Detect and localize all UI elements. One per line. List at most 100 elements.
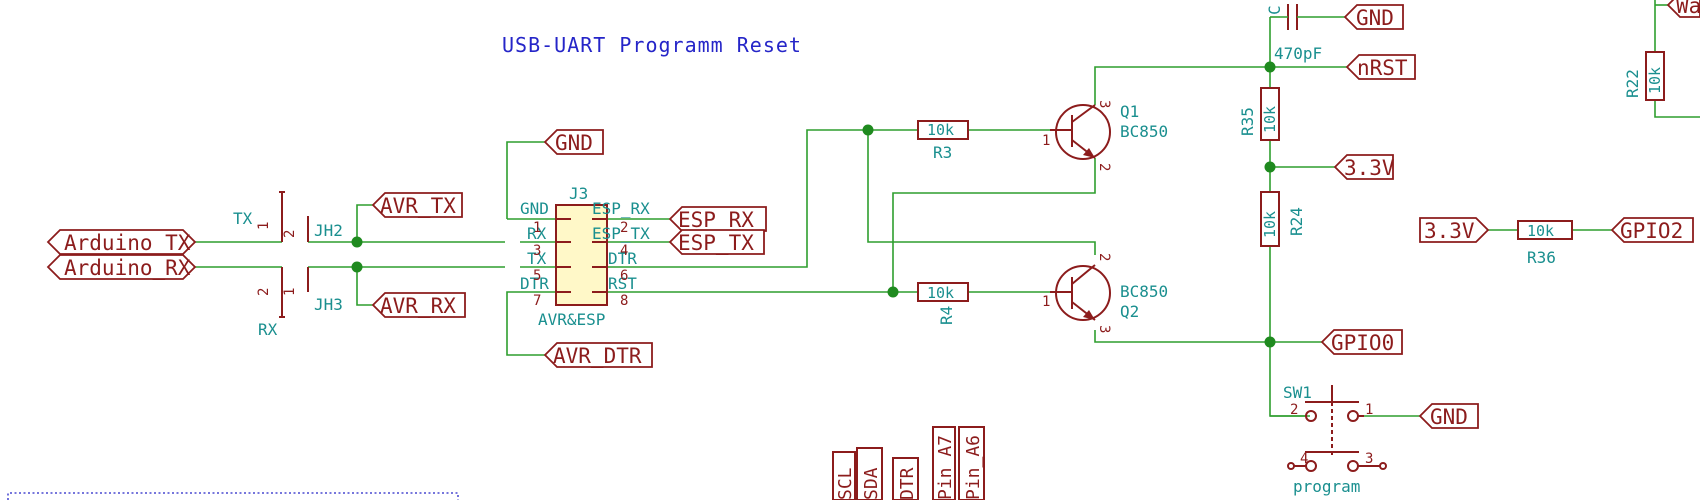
connector-j3: J3 AVR&ESP GND RX TX DTR ESP_RX ESP_TX D… — [520, 184, 650, 329]
svg-text:1: 1 — [256, 222, 272, 230]
flag-esp-rx: ESP_RX — [668, 206, 767, 232]
svg-text:AVR_TX: AVR_TX — [380, 194, 456, 218]
svg-text:program: program — [1293, 477, 1360, 496]
svg-text:3: 3 — [533, 243, 541, 259]
svg-text:ESP_TX: ESP_TX — [592, 224, 650, 243]
svg-text:Wa: Wa — [1676, 0, 1700, 18]
svg-text:AVR_RX: AVR_RX — [380, 294, 456, 318]
svg-text:AVR_DTR: AVR_DTR — [553, 344, 642, 368]
svg-text:R3: R3 — [933, 143, 952, 162]
svg-text:4: 4 — [1300, 451, 1308, 467]
svg-text:10k: 10k — [927, 284, 954, 302]
flag-esp-tx: ESP_TX — [668, 229, 765, 255]
svg-text:TX: TX — [233, 209, 253, 228]
svg-text:1: 1 — [533, 220, 541, 236]
svg-text:JH3: JH3 — [314, 295, 343, 314]
svg-text:GND: GND — [1430, 405, 1468, 429]
svg-text:SW1: SW1 — [1283, 383, 1312, 402]
svg-text:ESP_RX: ESP_RX — [592, 199, 650, 218]
svg-text:10k: 10k — [1261, 211, 1279, 238]
resistor-r22: 10k R22 — [1623, 51, 1665, 101]
svg-text:BC850: BC850 — [1120, 122, 1168, 141]
svg-text:Q1: Q1 — [1120, 102, 1139, 121]
flag-arduino-tx: Arduino_TX — [46, 229, 197, 255]
flag-3v3-mid: 3.3V — [1333, 154, 1395, 180]
flag-gpio0: GPIO0 — [1320, 329, 1403, 355]
svg-text:J3: J3 — [569, 184, 588, 203]
svg-text:R4: R4 — [937, 306, 956, 325]
sub-sheet-border — [7, 492, 459, 500]
svg-text:RST: RST — [608, 274, 637, 293]
flag-avr-tx: AVR_TX — [371, 192, 463, 218]
svg-text:R22: R22 — [1623, 69, 1642, 98]
svg-text:Arduino_RX: Arduino_RX — [64, 256, 191, 280]
svg-text:1: 1 — [1042, 133, 1050, 149]
svg-text:RX: RX — [258, 320, 278, 339]
resistor-r36: 10k R36 — [1517, 220, 1573, 267]
svg-text:SCL: SCL — [835, 467, 856, 500]
svg-text:Pin_A7: Pin_A7 — [935, 435, 956, 500]
svg-text:RX: RX — [527, 224, 547, 243]
flag-arduino-rx: Arduino_RX — [46, 254, 197, 280]
svg-text:2: 2 — [1096, 163, 1112, 171]
transistor-q2: 1 2 3 BC850 Q2 — [1042, 253, 1168, 333]
bottom-hierarchical-labels: SCL SDA DTR Pin_A7 Pin_A6 — [832, 426, 985, 500]
svg-text:nRST: nRST — [1357, 56, 1408, 80]
svg-text:GND: GND — [1356, 6, 1394, 30]
capacitor-c: C 470pF — [1265, 4, 1322, 63]
svg-text:JH2: JH2 — [314, 221, 343, 240]
svg-text:2: 2 — [1290, 402, 1298, 418]
svg-text:GND: GND — [520, 199, 549, 218]
svg-text:SDA: SDA — [861, 467, 882, 500]
svg-text:GPIO0: GPIO0 — [1331, 331, 1394, 355]
svg-text:5: 5 — [533, 268, 541, 284]
svg-text:DTR: DTR — [608, 249, 637, 268]
flag-gnd-top: GND — [1343, 4, 1404, 30]
svg-text:2: 2 — [620, 220, 628, 236]
svg-text:3.3V: 3.3V — [1344, 156, 1395, 180]
svg-text:3.3V: 3.3V — [1424, 219, 1475, 243]
flag-gpio2: GPIO2 — [1610, 217, 1694, 243]
svg-text:470pF: 470pF — [1274, 44, 1322, 63]
svg-text:10k: 10k — [1646, 67, 1664, 94]
svg-text:R24: R24 — [1287, 207, 1306, 236]
sheet-title: USB-UART Programm Reset — [502, 33, 802, 57]
flag-wa: Wa — [1666, 0, 1700, 18]
switch-sw1: SW1 2 1 4 3 program — [1270, 383, 1387, 496]
svg-text:1: 1 — [282, 288, 298, 296]
svg-text:2: 2 — [256, 288, 272, 296]
svg-text:R36: R36 — [1527, 248, 1556, 267]
svg-text:ESP_RX: ESP_RX — [678, 208, 754, 232]
resistor-r4: 10k R4 — [917, 282, 969, 325]
flag-gnd-j3: GND — [543, 129, 604, 155]
svg-text:10k: 10k — [927, 121, 954, 139]
svg-text:3: 3 — [1096, 325, 1112, 333]
svg-text:3: 3 — [1365, 451, 1373, 467]
svg-text:10k: 10k — [1527, 222, 1554, 240]
svg-text:C: C — [1265, 5, 1284, 15]
junctions — [351, 61, 1276, 348]
jumper-jh2: 1 2 TX JH2 — [233, 191, 343, 242]
flag-3v3-r36: 3.3V — [1419, 217, 1490, 243]
transistor-q1: 1 3 2 Q1 BC850 — [1042, 100, 1168, 171]
svg-text:R35: R35 — [1238, 107, 1257, 136]
resistor-r24: 10k R24 — [1260, 191, 1306, 247]
flag-avr-rx: AVR_RX — [371, 292, 466, 318]
resistor-r3: 10k R3 — [917, 120, 969, 162]
resistor-r35: 10k R35 — [1238, 87, 1280, 141]
svg-text:Pin_A6: Pin_A6 — [963, 435, 984, 500]
svg-text:1: 1 — [1042, 294, 1050, 310]
svg-text:Q2: Q2 — [1120, 302, 1139, 321]
svg-text:DTR: DTR — [520, 274, 549, 293]
svg-text:BC850: BC850 — [1120, 282, 1168, 301]
svg-text:DTR: DTR — [897, 467, 918, 500]
svg-text:8: 8 — [620, 293, 628, 309]
flag-gnd-sw: GND — [1418, 403, 1479, 429]
svg-text:2: 2 — [282, 230, 298, 238]
svg-text:10k: 10k — [1261, 106, 1279, 133]
svg-text:2: 2 — [1096, 253, 1112, 261]
svg-text:AVR&ESP: AVR&ESP — [538, 310, 605, 329]
svg-text:7: 7 — [533, 293, 541, 309]
svg-text:1: 1 — [1365, 402, 1373, 418]
